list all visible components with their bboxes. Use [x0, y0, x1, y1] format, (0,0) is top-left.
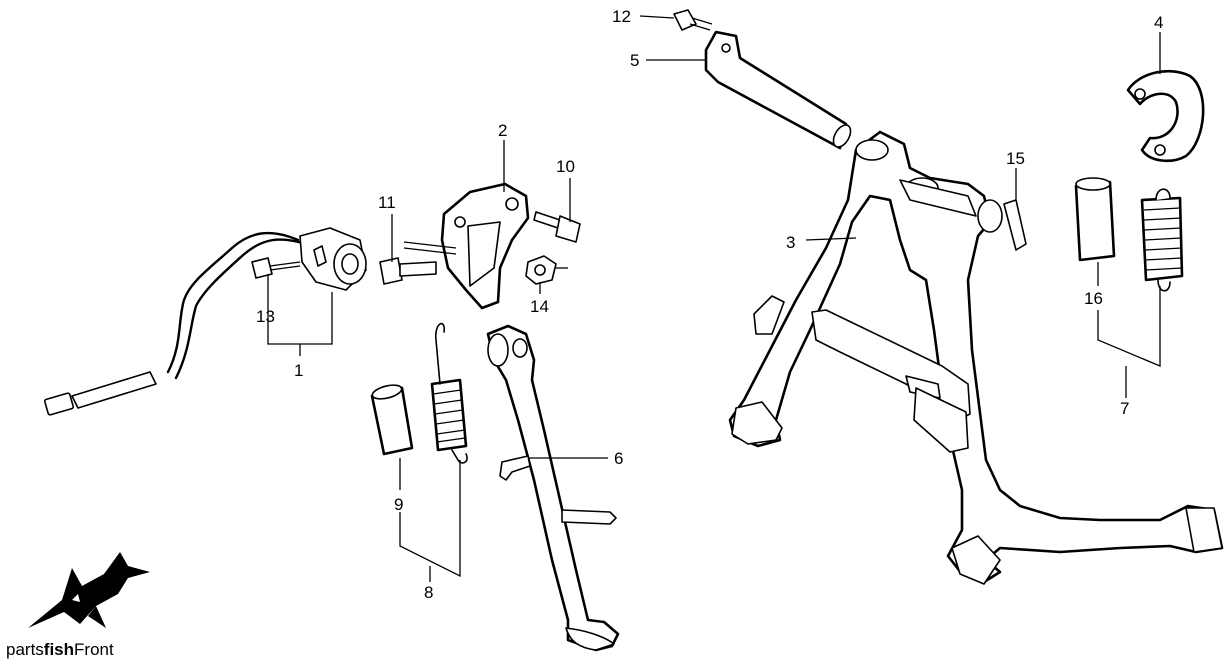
- side-stand-switch: [43, 227, 367, 416]
- bolt-10: [533, 211, 581, 243]
- bolt-11: [379, 257, 437, 285]
- label-12: 12: [612, 7, 631, 26]
- label-1: 1: [294, 361, 303, 380]
- main-stand-spring: [1140, 188, 1184, 292]
- label-8: 8: [424, 583, 433, 602]
- nut-14: [525, 255, 568, 285]
- side-stand-collar: [370, 384, 414, 456]
- label-16: 16: [1084, 289, 1103, 308]
- collar-16: [1074, 177, 1116, 262]
- label-11: 11: [378, 193, 396, 212]
- leader-lines: [267, 15, 1161, 582]
- pivot-pipe: [704, 30, 852, 150]
- brand-suffix: Front: [74, 640, 114, 659]
- cotter-pin-15: [1003, 199, 1027, 251]
- label-13: 13: [256, 307, 275, 326]
- label-2: 2: [498, 121, 507, 140]
- bolt-12: [673, 9, 713, 31]
- bolt-13: [251, 257, 301, 279]
- label-15: 15: [1006, 149, 1025, 168]
- label-3: 3: [786, 233, 795, 252]
- brand-wordmark: partsfishFront: [6, 640, 114, 660]
- brand-prefix: parts: [6, 640, 44, 659]
- label-5: 5: [630, 51, 639, 70]
- stopper: [1126, 69, 1205, 163]
- label-10: 10: [556, 157, 575, 176]
- part-labels: 1 2 3 4 5 6 7 8 9 10 11 12 13 14 15 16: [256, 7, 1163, 602]
- label-6: 6: [614, 449, 623, 468]
- label-14: 14: [530, 297, 549, 316]
- side-stand: [486, 324, 620, 652]
- label-7: 7: [1120, 399, 1129, 418]
- bracket-plate: [403, 182, 530, 310]
- fish-logo: [28, 552, 150, 628]
- main-stand: [728, 130, 1224, 585]
- label-9: 9: [394, 495, 403, 514]
- brand-bold: fish: [43, 640, 75, 659]
- side-stand-spring: [430, 322, 468, 464]
- label-4: 4: [1154, 13, 1163, 32]
